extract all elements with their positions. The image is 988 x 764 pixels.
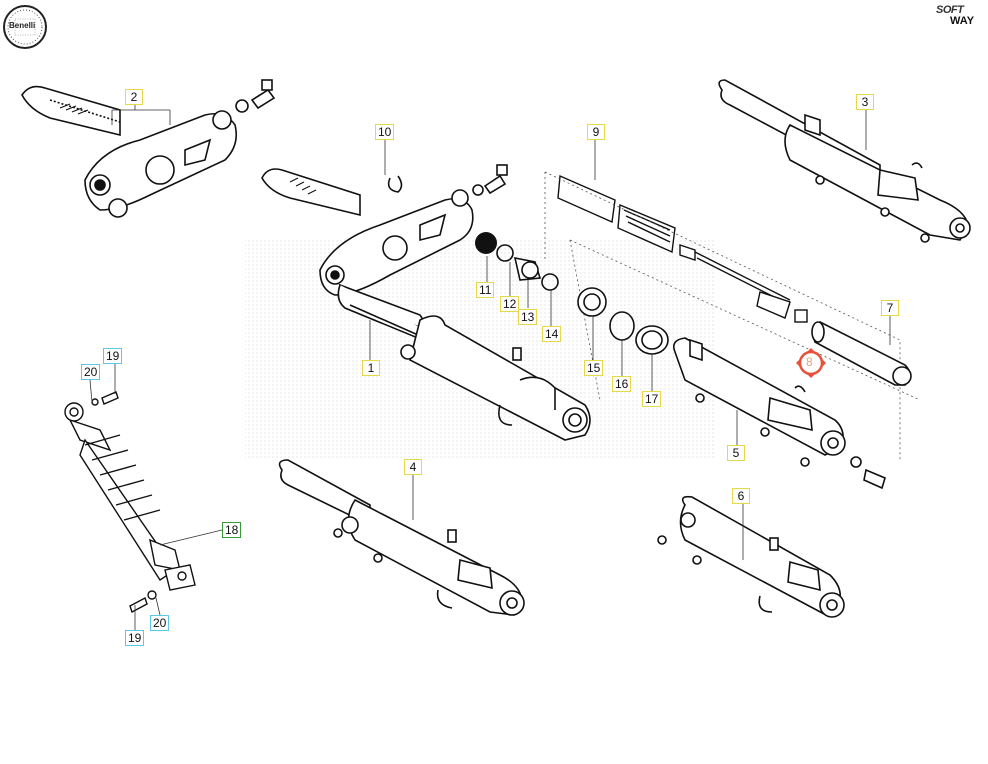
part-7-drawing: [811, 321, 912, 386]
callout-part-6[interactable]: 6: [732, 488, 750, 504]
callout-part-10[interactable]: 10: [375, 124, 395, 140]
benelli-logo-text: Benelli: [9, 21, 36, 30]
part-3-drawing: [718, 79, 971, 243]
selected-part-marker[interactable]: 8: [795, 347, 827, 379]
part-11-ball: [475, 232, 497, 254]
callout-part-9[interactable]: 9: [587, 124, 605, 140]
part-2-drawing: [21, 79, 276, 218]
callout-part-19-bottom[interactable]: 19: [125, 630, 145, 646]
part-5-drawing: [672, 337, 886, 490]
center-bolt: [472, 164, 508, 196]
leader-lines: [89, 110, 891, 630]
callout-part-20-top[interactable]: 20: [81, 364, 101, 380]
callout-part-12[interactable]: 12: [500, 296, 520, 312]
callout-part-4[interactable]: 4: [404, 459, 422, 475]
brand-mark-line1: SOFT: [936, 4, 964, 16]
callout-part-14[interactable]: 14: [542, 326, 562, 342]
part-4-drawing: [278, 459, 525, 616]
callout-part-1[interactable]: 1: [362, 360, 380, 376]
callout-part-17[interactable]: 17: [642, 391, 662, 407]
part-17-bushing: [635, 325, 669, 355]
callout-part-13[interactable]: 13: [518, 309, 538, 325]
part-15-bushing: [577, 287, 607, 317]
callout-part-16[interactable]: 16: [612, 376, 632, 392]
callout-part-2[interactable]: 2: [125, 89, 143, 105]
part-10-clip: [387, 175, 403, 193]
benelli-logo: Benelli: [2, 4, 48, 50]
callout-part-20-bottom[interactable]: 20: [150, 615, 170, 631]
callout-part-15[interactable]: 15: [584, 360, 604, 376]
part-14-ring: [541, 273, 559, 291]
part-12-ring: [496, 244, 514, 262]
callout-part-5[interactable]: 5: [727, 445, 745, 461]
selected-part-label: 8: [806, 355, 813, 369]
callout-part-3[interactable]: 3: [856, 94, 874, 110]
part-6-drawing: [657, 495, 845, 618]
part-18-drawing: [64, 391, 196, 614]
callout-part-19-top[interactable]: 19: [103, 348, 123, 364]
softway-brand-mark: SOFT WAY: [936, 4, 982, 28]
target-marker-icon: [796, 348, 826, 378]
part-1-drawing: [261, 168, 591, 441]
callout-part-11[interactable]: 11: [476, 282, 495, 298]
part-9-spring: [557, 174, 808, 323]
part-13-plug: [513, 256, 542, 281]
brand-mark-line2: WAY: [950, 15, 975, 27]
callout-part-18[interactable]: 18: [222, 522, 242, 538]
callout-part-7[interactable]: 7: [881, 300, 899, 316]
